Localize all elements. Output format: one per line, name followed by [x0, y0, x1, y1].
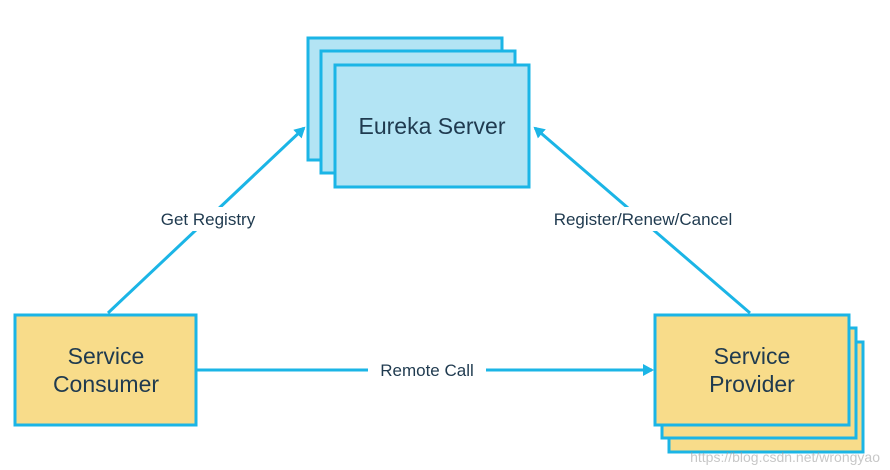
service-consumer-label-line2: Consumer — [53, 371, 159, 397]
get-registry-edge: Get Registry — [106, 126, 306, 315]
service-provider-label-line1: Service — [714, 343, 791, 369]
register-renew-cancel-edge: Register/Renew/Cancel — [533, 126, 751, 315]
service-consumer-node: Service Consumer — [13, 313, 198, 427]
service-provider-node: Service Provider — [653, 313, 865, 454]
eureka-server-label: Eureka Server — [358, 113, 505, 139]
eureka-server-node: Eureka Server — [306, 36, 531, 189]
watermark-text: https://blog.csdn.net/wrongyao — [690, 449, 880, 465]
register-renew-cancel-label-bg — [536, 207, 750, 231]
get-registry-label-bg — [150, 207, 266, 231]
eureka-server-front-card — [333, 63, 531, 189]
get-registry-label: Get Registry — [161, 210, 256, 229]
remote-call-edge: Remote Call — [197, 358, 654, 382]
service-consumer-label-line1: Service — [68, 343, 145, 369]
service-provider-label-line2: Provider — [709, 371, 795, 397]
remote-call-label-bg — [368, 358, 486, 382]
remote-call-label: Remote Call — [380, 361, 474, 380]
register-renew-cancel-label: Register/Renew/Cancel — [554, 210, 733, 229]
service-provider-front-card — [653, 313, 851, 427]
service-consumer-box — [13, 313, 198, 427]
